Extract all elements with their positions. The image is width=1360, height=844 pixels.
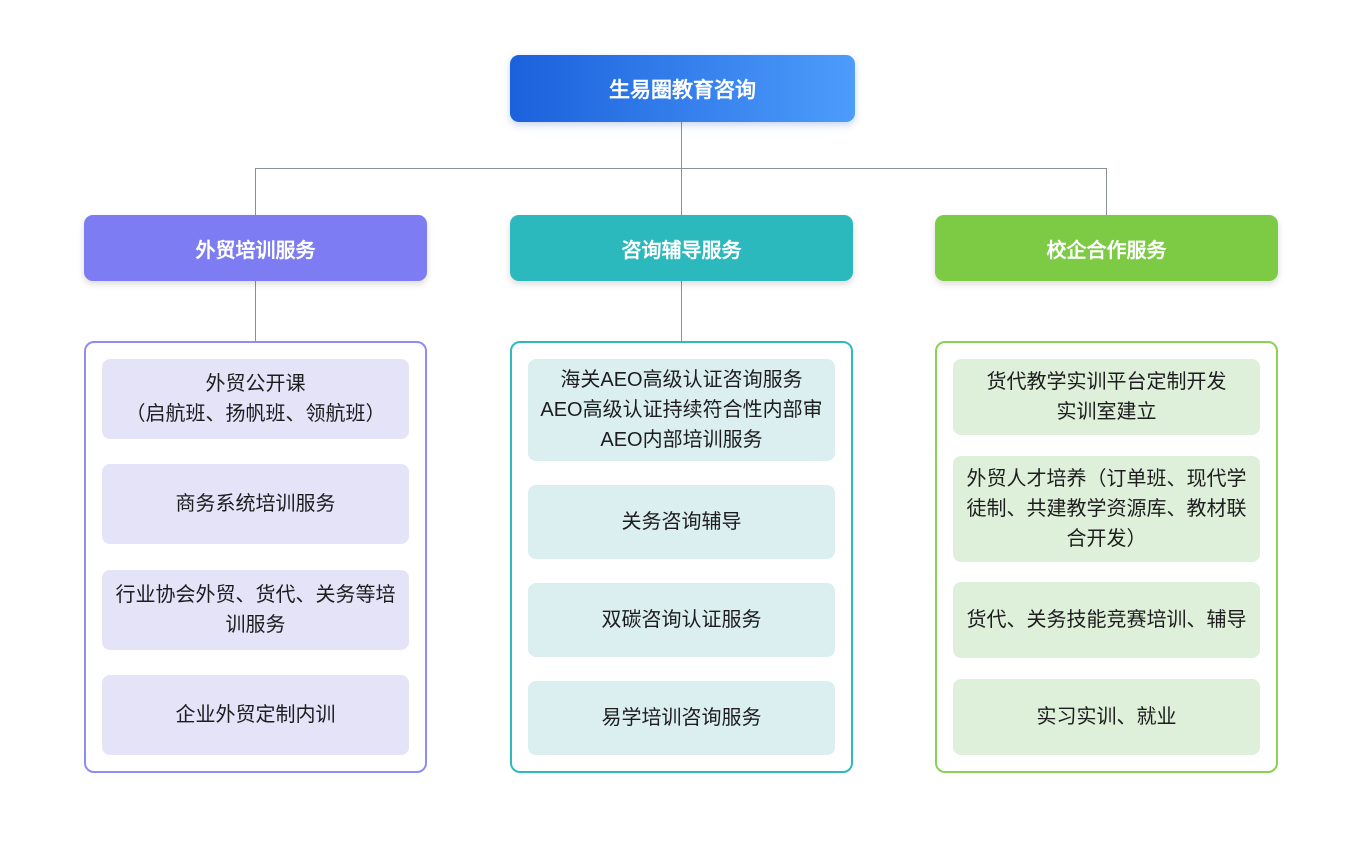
branch-header-label: 咨询辅导服务 [621, 239, 742, 262]
service-item[interactable]: 双碳咨询认证服务 [528, 583, 835, 657]
branch-header-label: 校企合作服务 [1046, 239, 1167, 262]
connector-drop-school-enterprise [1106, 168, 1107, 215]
service-item[interactable]: 货代、关务技能竞赛培训、辅导 [953, 582, 1260, 659]
service-item[interactable]: 外贸人才培养（订单班、现代学徒制、共建教学资源库、教材联合开发） [953, 455, 1260, 562]
branch-header-consulting[interactable]: 咨询辅导服务 [510, 215, 853, 281]
root-node[interactable]: 生易圈教育咨询 [510, 55, 855, 122]
service-item[interactable]: 企业外贸定制内训 [102, 674, 409, 755]
branch-header-label: 外贸培训服务 [195, 239, 316, 262]
connector-horizontal [255, 168, 1106, 169]
branch-header-school-enterprise[interactable]: 校企合作服务 [935, 215, 1278, 281]
connector-drop-trade-training [255, 168, 256, 215]
service-item[interactable]: 海关AEO高级认证咨询服务 AEO高级认证持续符合性内部审 AEO内部培训服务 [528, 359, 835, 461]
service-item[interactable]: 行业协会外贸、货代、关务等培训服务 [102, 569, 409, 650]
branch-container-school-enterprise: 货代教学实训平台定制开发 实训室建立 外贸人才培养（订单班、现代学徒制、共建教学… [935, 341, 1278, 773]
service-item[interactable]: 外贸公开课 （启航班、扬帆班、领航班） [102, 359, 409, 439]
connector-link-consulting [681, 281, 682, 341]
connector-link-trade-training [255, 281, 256, 341]
root-node-label: 生易圈教育咨询 [609, 78, 756, 102]
service-item[interactable]: 商务系统培训服务 [102, 464, 409, 545]
service-item[interactable]: 关务咨询辅导 [528, 485, 835, 559]
service-item[interactable]: 货代教学实训平台定制开发 实训室建立 [953, 359, 1260, 435]
service-item[interactable]: 实习实训、就业 [953, 678, 1260, 755]
branch-header-trade-training[interactable]: 外贸培训服务 [84, 215, 427, 281]
connector-root-drop [681, 122, 682, 168]
branch-container-consulting: 海关AEO高级认证咨询服务 AEO高级认证持续符合性内部审 AEO内部培训服务 … [510, 341, 853, 773]
branch-container-trade-training: 外贸公开课 （启航班、扬帆班、领航班） 商务系统培训服务 行业协会外贸、货代、关… [84, 341, 427, 773]
connector-drop-consulting [681, 168, 682, 215]
service-item[interactable]: 易学培训咨询服务 [528, 681, 835, 755]
